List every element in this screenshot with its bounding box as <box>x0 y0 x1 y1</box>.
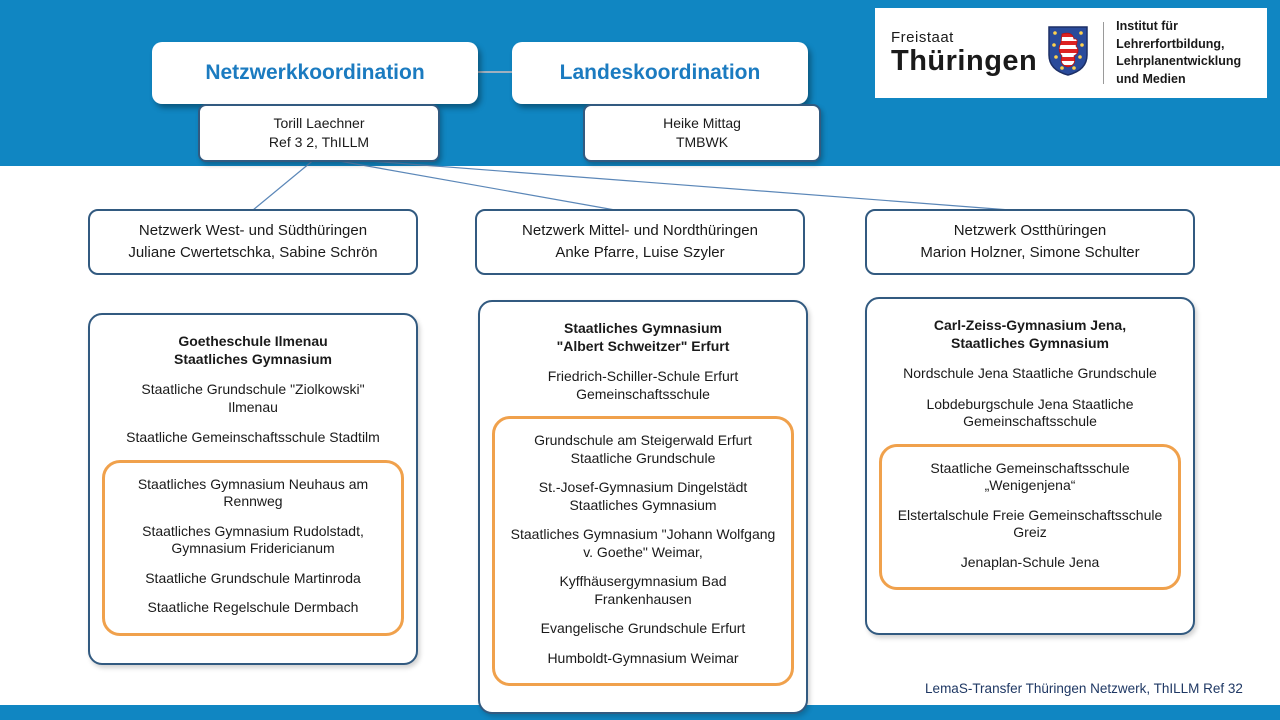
logo-panel: Freistaat Thüringen <box>875 8 1267 98</box>
school-item: Staatliche Gemeinschaftsschule Stadtilm <box>126 429 380 445</box>
network-name: Netzwerk Ostthüringen <box>953 222 1107 240</box>
thueringen-coat-of-arms-icon <box>1047 25 1089 82</box>
lead-school-heading: Staatliches Gymnasium "Albert Schweitzer… <box>556 320 730 354</box>
school-item: Staatliche Grundschule "Ziolkowski" Ilme… <box>141 381 365 415</box>
network-coordinators: Anke Pfarre, Luise Szyler <box>555 244 725 261</box>
school-item: St.-Josef-Gymnasium Dingelstädt Staatlic… <box>538 479 748 513</box>
logo-divider <box>1103 22 1105 84</box>
network-box-west-sued: Netzwerk West- und Südthüringen Juliane … <box>88 209 418 275</box>
institute-name: Institut für Lehrerfortbildung, Lehrplan… <box>1116 19 1242 86</box>
title-connector-line <box>478 71 512 73</box>
school-item: Staatliches Gymnasium "Johann Wolfgang v… <box>510 526 776 560</box>
school-item: Humboldt-Gymnasium Weimar <box>547 649 739 666</box>
school-list-ost: Carl-Zeiss-Gymnasium Jena, Staatliches G… <box>865 297 1195 635</box>
school-item: Grundschule am Steigerwald Erfurt Staatl… <box>534 432 752 466</box>
school-item: Staatliche Gemeinschaftsschule „Wenigenj… <box>930 459 1130 494</box>
netzwerkkoordination-title: Netzwerkkoordination <box>205 61 425 84</box>
network-coordinator-card: Torill Laechner Ref 3 2, ThILLM <box>198 104 440 162</box>
school-item: Nordschule Jena Staatliche Grundschule <box>903 365 1157 381</box>
school-item: Evangelische Grundschule Erfurt <box>540 620 746 636</box>
network-coordinators: Juliane Cwertetschka, Sabine Schrön <box>128 244 378 261</box>
thueringen-wordmark: Thüringen <box>891 44 1038 77</box>
school-item: Lobdeburgschule Jena Staatliche Gemeinsc… <box>926 395 1134 430</box>
thueringen-logo: Freistaat Thüringen <box>891 30 1037 76</box>
network-box-ost: Netzwerk Ostthüringen Marion Holzner, Si… <box>865 209 1195 275</box>
school-item: Staatliche Grundschule Martinroda <box>145 569 361 586</box>
school-item: Staatliche Regelschule Dermbach <box>147 599 359 615</box>
landeskoordination-title: Landeskoordination <box>559 61 761 84</box>
school-item: Staatliches Gymnasium Rudolstadt, Gymnas… <box>142 522 364 557</box>
school-item: Friedrich-Schiller-Schule Erfurt Gemeins… <box>547 368 739 402</box>
network-coordinators: Marion Holzner, Simone Schulter <box>920 244 1140 261</box>
lead-school-heading: Goetheschule Ilmenau Staatliches Gymnasi… <box>174 333 332 367</box>
highlight-group: Grundschule am Steigerwald Erfurt Staatl… <box>492 416 794 686</box>
school-item: Kyffhäusergymnasium Bad Frankenhausen <box>559 573 727 607</box>
school-list-west-sued: Goetheschule Ilmenau Staatliches Gymnasi… <box>88 313 418 665</box>
netzwerkkoordination-box: Netzwerkkoordination <box>152 42 478 104</box>
freistaat-label: Freistaat <box>891 28 954 46</box>
footer-label: LemaS-Transfer Thüringen Netzwerk, ThILL… <box>916 672 1252 704</box>
network-box-mittel-nord: Netzwerk Mittel- und Nordthüringen Anke … <box>475 209 805 275</box>
school-item: Jenaplan-Schule Jena <box>960 553 1100 570</box>
lead-school-heading: Carl-Zeiss-Gymnasium Jena, Staatliches G… <box>933 317 1127 351</box>
state-coordinator-card: Heike Mittag TMBWK <box>583 104 821 162</box>
network-name: Netzwerk Mittel- und Nordthüringen <box>522 222 758 240</box>
school-item: Staatliches Gymnasium Neuhaus am Rennweg <box>137 475 369 510</box>
landeskoordination-box: Landeskoordination <box>512 42 808 104</box>
network-name: Netzwerk West- und Südthüringen <box>138 222 368 240</box>
school-list-mittel-nord: Staatliches Gymnasium "Albert Schweitzer… <box>478 300 808 714</box>
highlight-group: Staatliches Gymnasium Neuhaus am Rennweg… <box>102 459 404 636</box>
school-item: Elstertalschule Freie Gemeinschaftsschul… <box>897 506 1163 541</box>
highlight-group: Staatliche Gemeinschaftsschule „Wenigenj… <box>879 443 1181 590</box>
